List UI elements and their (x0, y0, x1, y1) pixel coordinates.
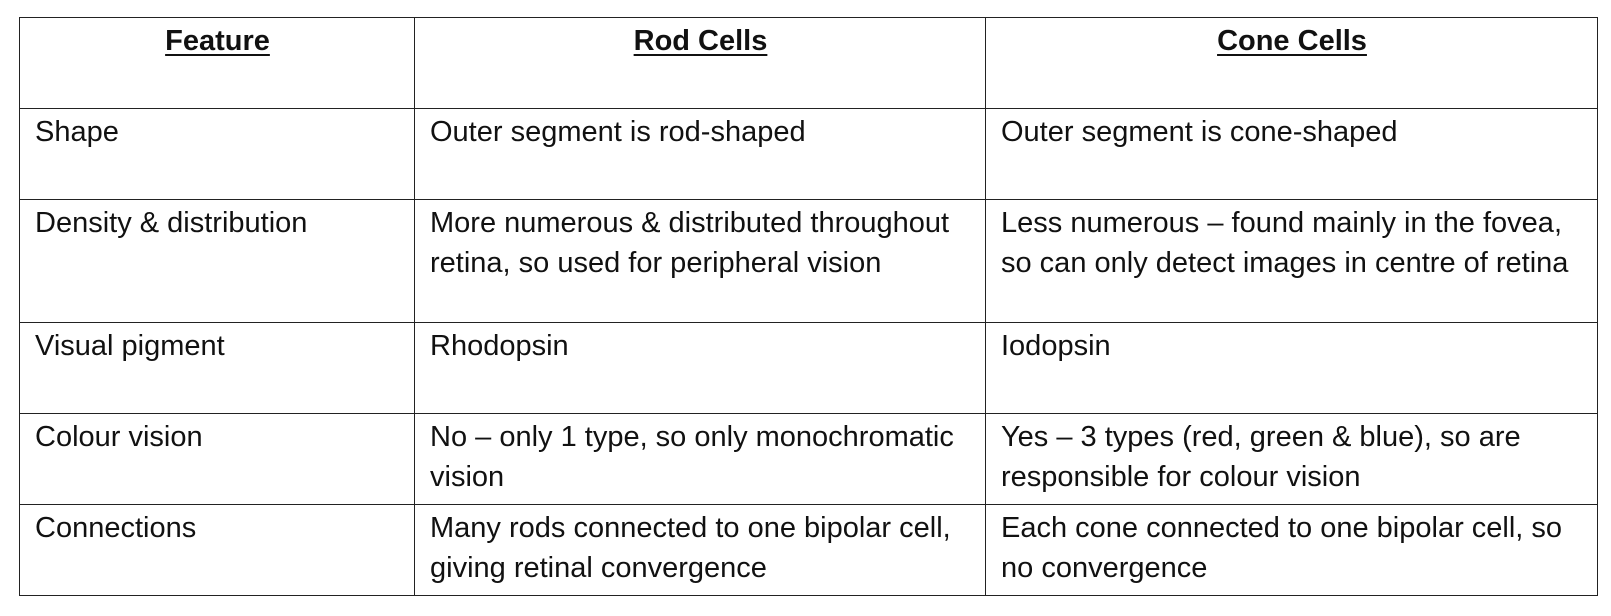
feature-cell: Visual pigment (19, 322, 415, 414)
header-cone-cells: Cone Cells (985, 17, 1598, 109)
rod-cell: Outer segment is rod-shaped (414, 108, 986, 200)
feature-cell: Connections (19, 504, 415, 596)
table-row: Density & distribution More numerous & d… (19, 199, 1598, 323)
feature-cell: Shape (19, 108, 415, 200)
cone-cell: Outer segment is cone-shaped (985, 108, 1598, 200)
cone-cell: Each cone connected to one bipolar cell,… (985, 504, 1598, 596)
header-row: Feature Rod Cells Cone Cells (19, 17, 1598, 109)
table-row: Connections Many rods connected to one b… (19, 504, 1598, 596)
feature-cell: Colour vision (19, 413, 415, 505)
rod-cell: More numerous & distributed throughout r… (414, 199, 986, 323)
cone-cell: Yes – 3 types (red, green & blue), so ar… (985, 413, 1598, 505)
table-row: Visual pigment Rhodopsin Iodopsin (19, 322, 1598, 414)
rod-cell: Rhodopsin (414, 322, 986, 414)
cone-cell: Less numerous – found mainly in the fove… (985, 199, 1598, 323)
header-rod-cells: Rod Cells (414, 17, 986, 109)
feature-cell: Density & distribution (19, 199, 415, 323)
rod-cell: Many rods connected to one bipolar cell,… (414, 504, 986, 596)
table-row: Shape Outer segment is rod-shaped Outer … (19, 108, 1598, 200)
cone-cell: Iodopsin (985, 322, 1598, 414)
comparison-table: Feature Rod Cells Cone Cells Shape Outer… (19, 17, 1598, 596)
header-feature: Feature (19, 17, 415, 109)
table-row: Colour vision No – only 1 type, so only … (19, 413, 1598, 505)
rod-cell: No – only 1 type, so only monochromatic … (414, 413, 986, 505)
